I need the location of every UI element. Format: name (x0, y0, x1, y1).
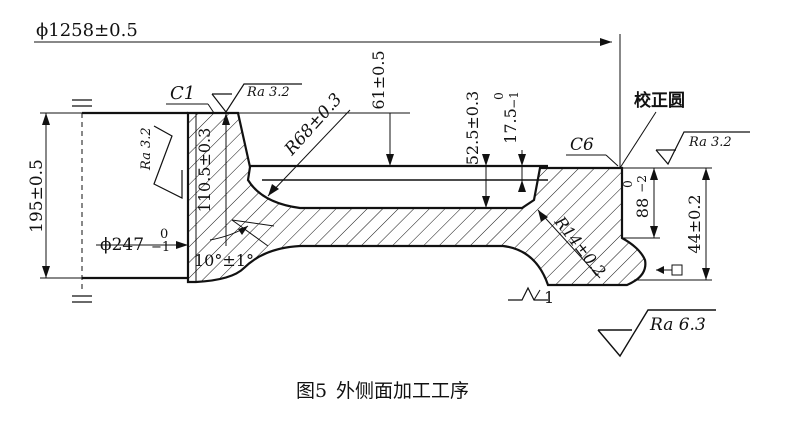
dim-17-5-upper-tol: 0 (492, 92, 506, 100)
dim-angle-10: 10°±1° (194, 251, 254, 270)
figure-label: 图5 (296, 380, 327, 402)
chamfer-c6: C6 (570, 135, 594, 155)
roughness-symbol-right (655, 131, 750, 166)
dim-88-lower-tol: −2 (635, 175, 649, 193)
datum-symbol (508, 286, 548, 301)
dim-phi247: ϕ247 (100, 235, 144, 255)
figure-title: 外侧面加工工序 (336, 380, 469, 402)
dim-110-5: 110.5±0.3 (195, 128, 214, 213)
dim-17-5: 17.5 (501, 108, 520, 144)
dim-195: 195±0.5 (27, 159, 47, 233)
dim-61: 61±0.5 (369, 50, 388, 109)
roughness-symbol-left (153, 125, 183, 199)
roughness-ra63: Ra 6.3 (649, 315, 706, 335)
dim-phi247-upper-tol: 0 (160, 227, 168, 242)
roughness-symbol-top (211, 83, 302, 114)
dim-88: 88 (633, 198, 652, 218)
chamfer-c1: C1 (170, 83, 195, 104)
note-calibration-circle: 校正圆 (634, 90, 685, 111)
roughness-ra32-top: Ra 3.2 (246, 85, 290, 100)
dim-52-5: 52.5±0.3 (463, 91, 482, 165)
roughness-ra32-left: Ra 3.2 (139, 127, 154, 171)
dim-88-upper-tol: 0 (621, 180, 635, 188)
roughness-ra32-right: Ra 3.2 (688, 135, 732, 150)
hatched-section (186, 111, 647, 287)
dim-phi247-lower-tol: −1 (151, 240, 170, 255)
dim-17-5-lower-tol: −1 (507, 91, 521, 109)
datum-box (671, 264, 683, 276)
dim-44: 44±0.2 (685, 194, 704, 253)
roughness-symbol-general (597, 309, 716, 358)
datum-label: 1 (544, 288, 554, 307)
dim-phi1258: ϕ1258±0.5 (36, 20, 138, 41)
